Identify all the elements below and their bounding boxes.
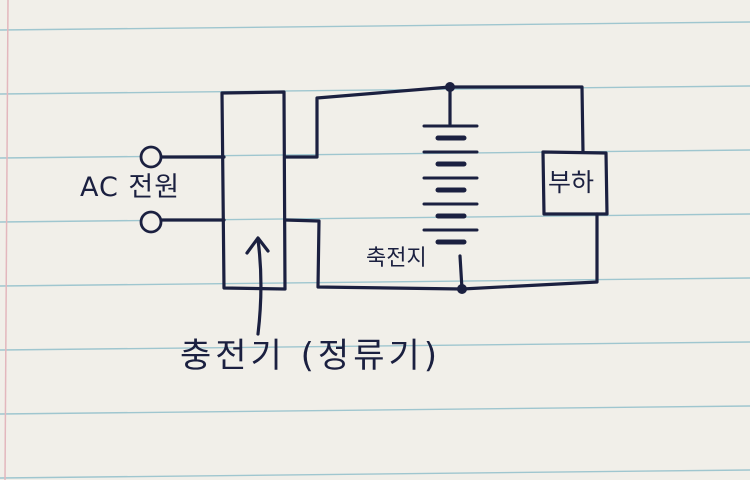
battery-bottom-lead: [458, 254, 464, 291]
ruled-line: [0, 469, 750, 479]
junction-dot-bottom: [457, 284, 467, 294]
battery-symbol: [422, 124, 479, 245]
ruled-line: [0, 277, 750, 287]
margin-line: [4, 0, 9, 480]
charger-box: [220, 90, 287, 291]
ruled-line: [0, 21, 750, 31]
ruled-line: [0, 341, 750, 351]
ac-upper-terminal: [139, 145, 163, 169]
ruled-line: [0, 85, 750, 95]
load-label: 부하: [548, 168, 595, 197]
charger-pointer-arrow: [245, 236, 270, 336]
ac-lower-terminal: [139, 210, 163, 234]
load-box: [541, 150, 609, 216]
ruled-line: [0, 405, 750, 415]
dc-negative-bus: [283, 212, 599, 291]
dc-positive-bus: [283, 85, 585, 159]
battery-label: 축전지: [366, 246, 427, 271]
ac-source: [139, 145, 226, 234]
ruled-line: [0, 213, 750, 223]
charger-label: 충전기 (정류기): [180, 336, 442, 376]
ruled-lines: [0, 21, 750, 479]
junction-dot-top: [445, 82, 455, 92]
ruled-line: [0, 149, 750, 159]
ac-source-label: AC 전원: [80, 172, 181, 203]
